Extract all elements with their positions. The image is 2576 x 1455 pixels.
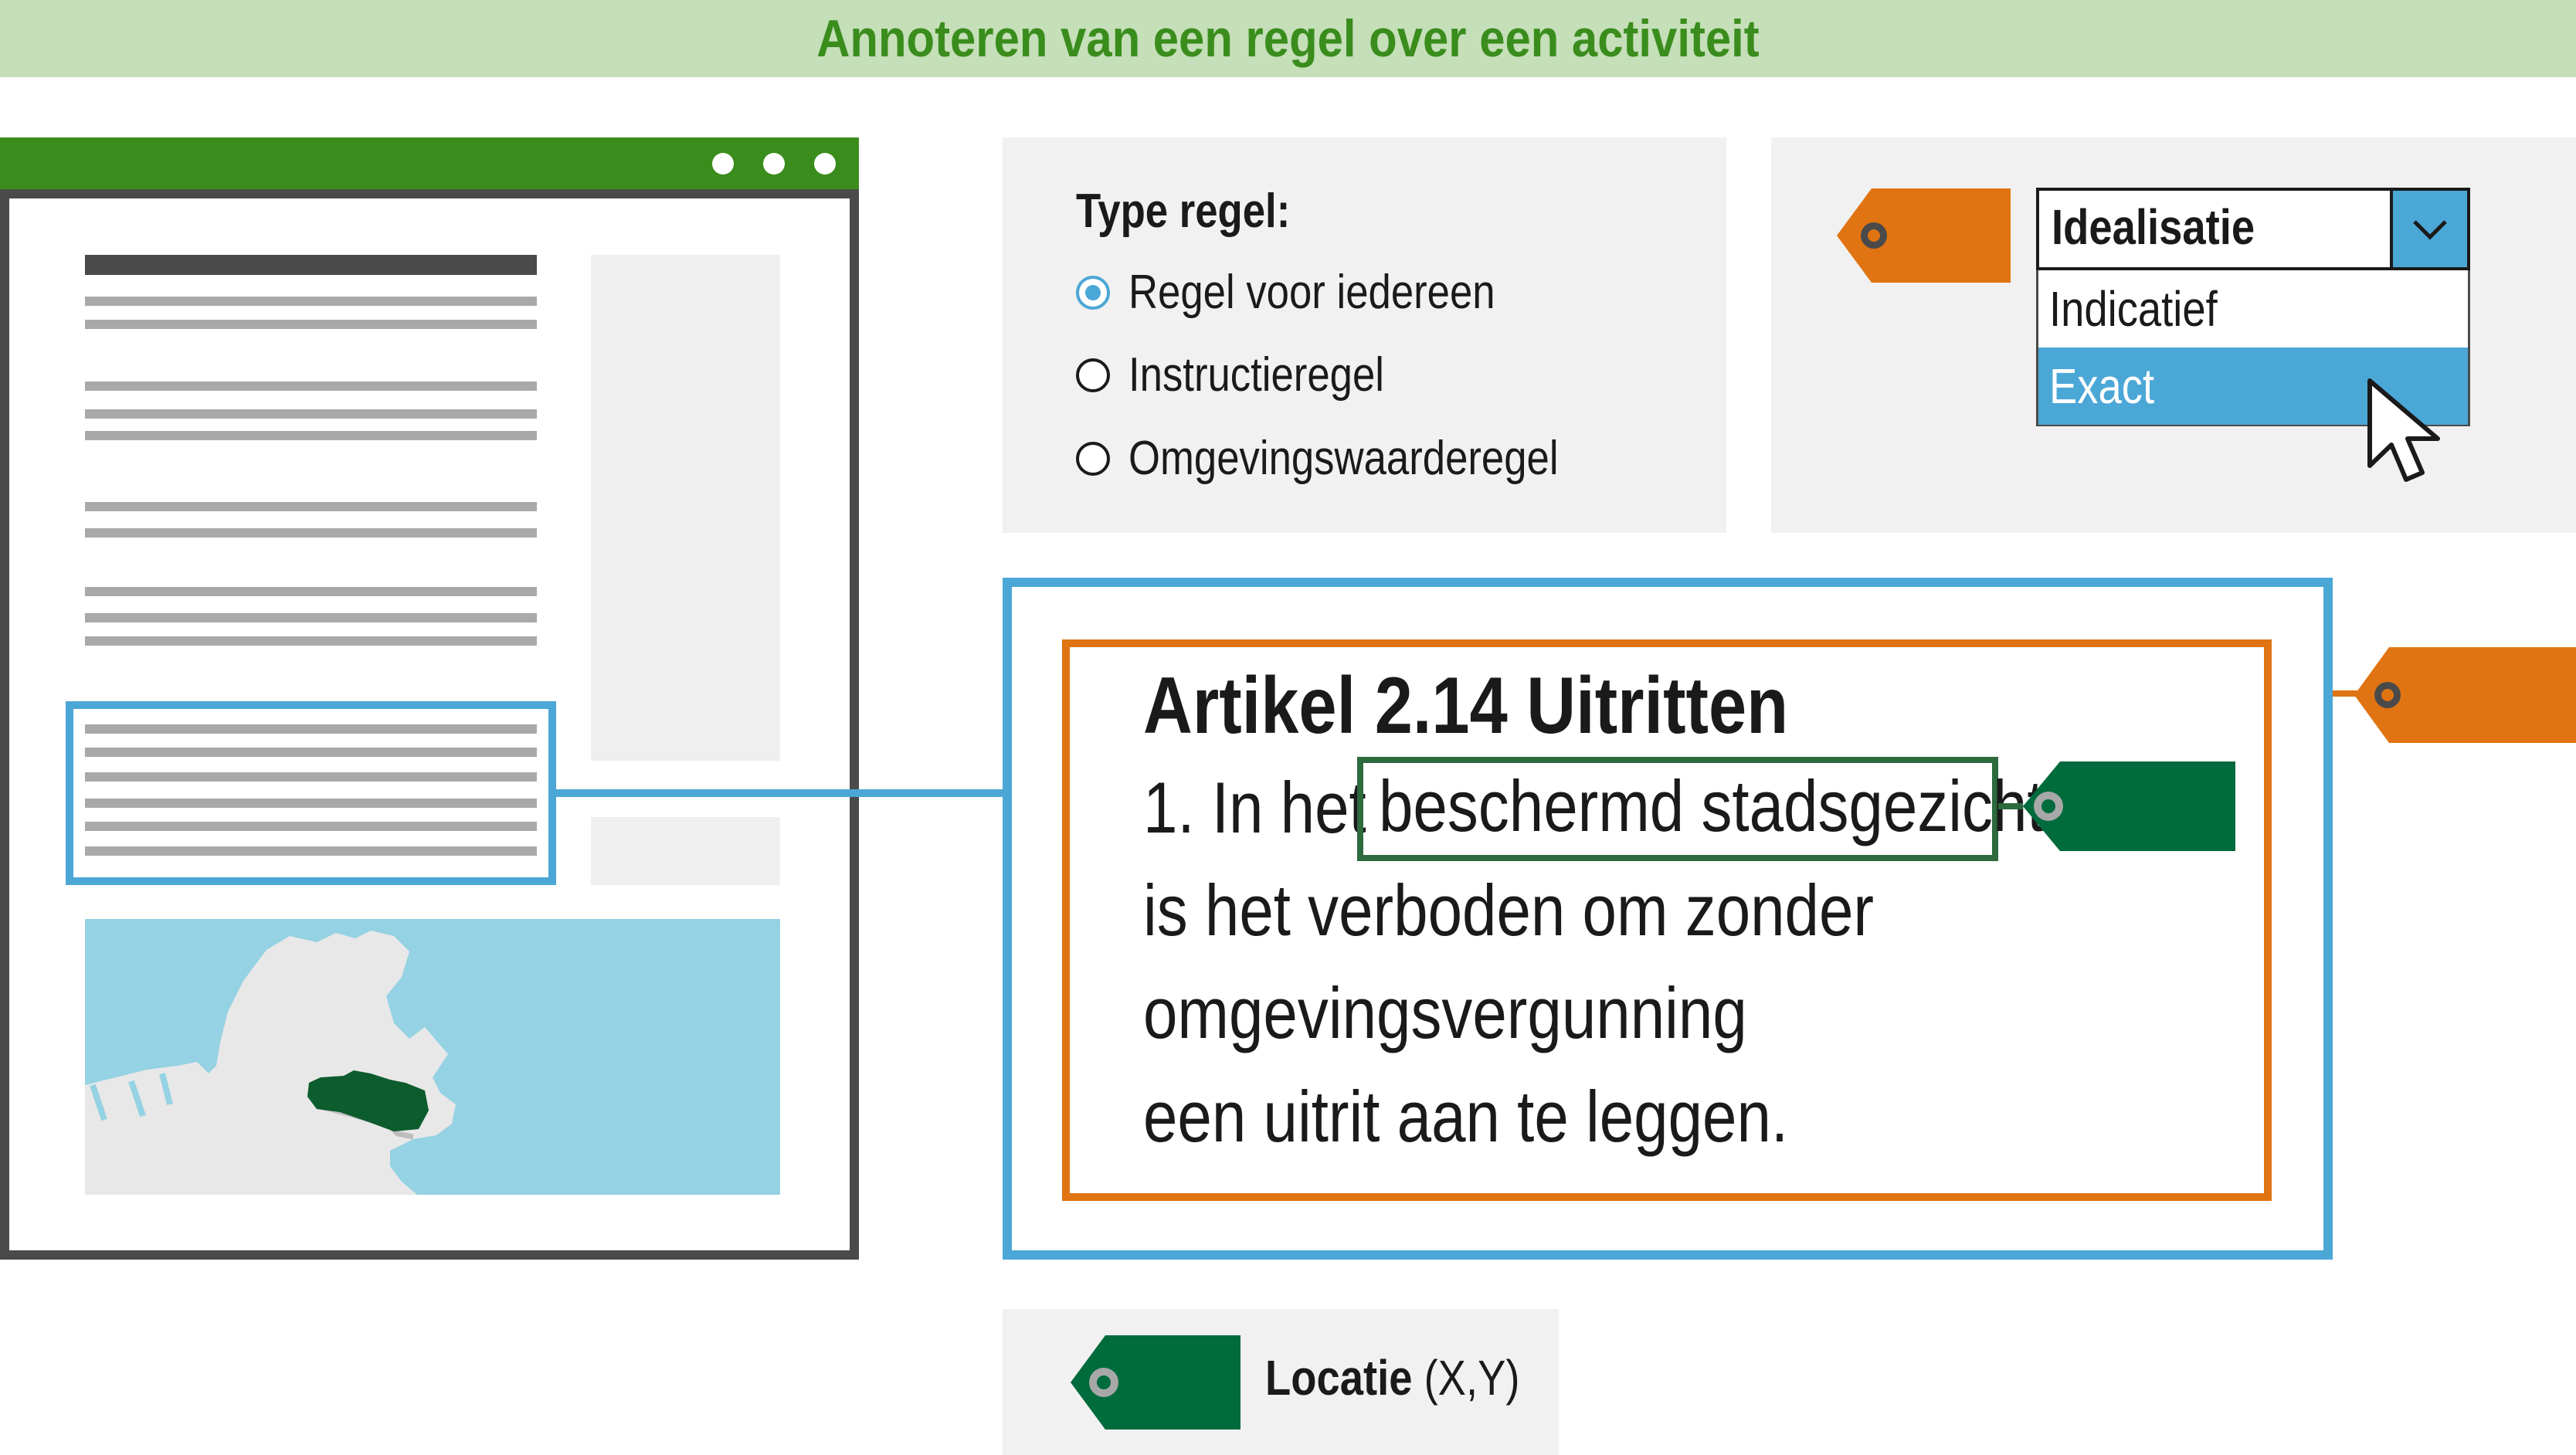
rule-type-title: Type regel: — [1076, 185, 1291, 238]
document-text-line — [85, 297, 537, 306]
green-tag-icon — [1071, 1335, 1240, 1430]
radio-label: Instructieregel — [1128, 348, 1385, 402]
dropdown-option-indicatief[interactable]: Indicatief — [2049, 281, 2218, 337]
document-text-line — [85, 528, 537, 538]
idealisation-select[interactable]: Idealisatie — [2036, 188, 2470, 270]
radio-selected-icon[interactable] — [1076, 275, 1110, 310]
document-text-line — [85, 502, 537, 511]
select-value: Idealisatie — [2052, 199, 2255, 255]
radio-option-regel-voor-iedereen[interactable]: Regel voor iedereen — [1076, 265, 1560, 320]
document-text-line — [85, 587, 537, 596]
radio-label: Regel voor iedereen — [1128, 266, 1495, 319]
location-term: beschermd stadsgezicht — [1379, 765, 2045, 846]
radio-option-instructieregel[interactable]: Instructieregel — [1076, 348, 1429, 402]
legend-label: Locatie (X,Y) — [1265, 1350, 1520, 1406]
orange-tag-icon — [2354, 647, 2576, 743]
highlighted-article-line — [85, 724, 537, 734]
article-line-2: is het verboden om zonder — [1143, 870, 1875, 951]
chevron-down-icon — [2413, 220, 2447, 240]
map-thumbnail[interactable] — [85, 919, 780, 1195]
document-text-line — [85, 636, 537, 646]
article-heading: Artikel 2.14 Uitritten — [1143, 661, 1789, 751]
highlighted-article-line — [85, 846, 537, 856]
document-sidebar-small-block — [591, 817, 780, 885]
radio-option-omgevingswaarderegel[interactable]: Omgevingswaarderegel — [1076, 431, 1634, 486]
article-inner-frame — [1062, 639, 2272, 1201]
document-text-line — [85, 613, 537, 622]
location-annotation-box[interactable] — [1357, 757, 1998, 861]
banner-title: Annoteren van een regel over een activit… — [816, 9, 1760, 68]
highlighted-article-frame[interactable] — [66, 701, 556, 885]
document-text-line — [85, 409, 537, 419]
radio-icon[interactable] — [1076, 441, 1110, 476]
window-dot-icon — [763, 153, 785, 175]
title-banner: Annoteren van een regel over een activit… — [0, 0, 2576, 77]
connector-line — [556, 789, 1008, 797]
idealisation-dropdown-list: Indicatief Exact — [2036, 270, 2470, 426]
orange-tag-icon — [1837, 188, 2011, 283]
document-text-line — [85, 431, 537, 440]
radio-label: Omgevingswaarderegel — [1128, 432, 1559, 485]
document-text-line — [85, 382, 537, 391]
mouse-pointer-icon — [2367, 378, 2440, 482]
radio-icon[interactable] — [1076, 358, 1110, 392]
article-line-1: 1. In het — [1143, 767, 1366, 848]
legend-panel: Locatie (X,Y) — [1003, 1309, 1559, 1455]
highlighted-article-line — [85, 799, 537, 808]
highlighted-article-line — [85, 772, 537, 782]
document-heading-line — [85, 255, 537, 275]
window-dot-icon — [814, 153, 836, 175]
window-dot-icon — [712, 153, 734, 175]
dropdown-button[interactable] — [2390, 191, 2467, 267]
article-line-3: omgevingsvergunning — [1143, 972, 1747, 1053]
document-window-titlebar — [0, 137, 859, 189]
highlighted-article-line — [85, 822, 537, 831]
document-sidebar-block — [591, 255, 780, 761]
green-tag-icon — [1998, 761, 2235, 851]
article-line-4: een uitrit aan te leggen. — [1143, 1076, 1789, 1157]
map-shape-icon — [85, 931, 456, 1195]
rule-type-panel: Type regel: Regel voor iedereen Instruct… — [1003, 137, 1726, 533]
document-text-line — [85, 320, 537, 329]
highlighted-article-line — [85, 748, 537, 757]
